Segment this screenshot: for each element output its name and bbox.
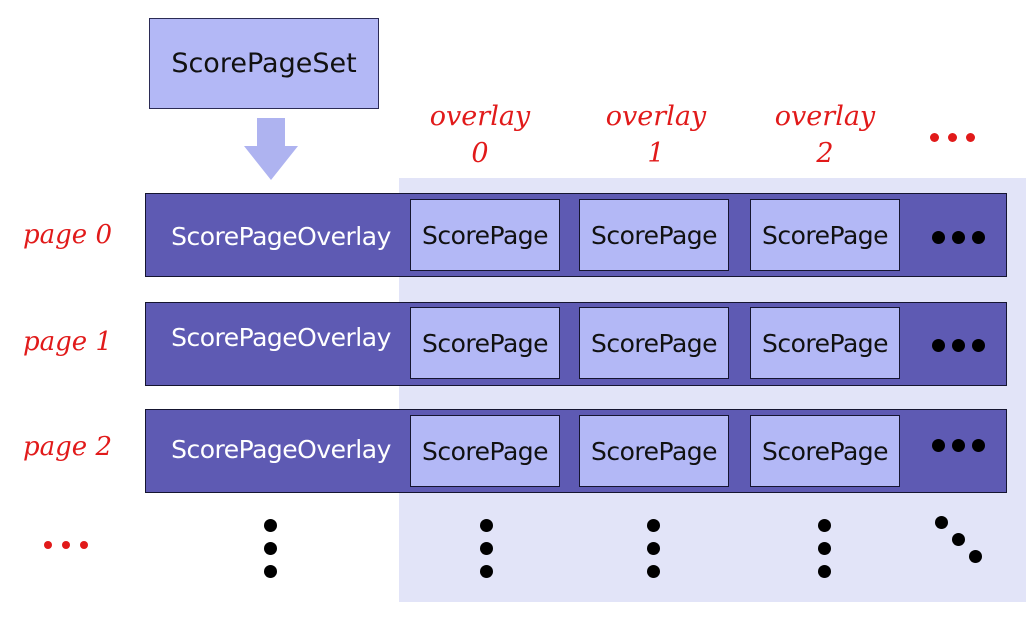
column-word: overlay — [429, 101, 531, 132]
score-page-box: ScorePage — [579, 199, 729, 271]
score-page-box: ScorePage — [750, 415, 900, 487]
score-page-overlay-label: ScorePageOverlay — [171, 323, 391, 352]
row-ellipsis-red-icon — [44, 541, 94, 551]
column-ellipsis-icon — [930, 133, 980, 143]
column-word: overlay — [774, 101, 876, 132]
score-page-box: ScorePage — [750, 199, 900, 271]
score-page-label: ScorePage — [421, 328, 549, 358]
score-page-label: ScorePage — [761, 436, 889, 466]
column-label-overlay-0: overlay 0 — [420, 98, 540, 172]
score-page-box: ScorePage — [579, 307, 729, 379]
row-label-page-1: page 1 — [23, 327, 112, 357]
row-ellipsis-icon — [932, 231, 992, 245]
score-page-box: ScorePage — [750, 307, 900, 379]
column-label-overlay-2: overlay 2 — [765, 98, 885, 172]
column-index: 2 — [816, 138, 834, 169]
score-page-label: ScorePage — [761, 328, 889, 358]
score-page-label: ScorePage — [421, 220, 549, 250]
vertical-ellipsis-icon — [818, 519, 832, 581]
score-page-overlay-label: ScorePageOverlay — [171, 435, 391, 464]
score-page-label: ScorePage — [590, 436, 718, 466]
row-ellipsis-icon — [932, 339, 992, 353]
score-page-set-box: ScorePageSet — [149, 18, 379, 109]
score-page-box: ScorePage — [410, 199, 560, 271]
score-page-box: ScorePage — [410, 307, 560, 379]
score-page-label: ScorePage — [761, 220, 889, 250]
down-arrow-icon — [244, 118, 298, 180]
row-label-page-0: page 0 — [23, 220, 112, 250]
column-label-overlay-1: overlay 1 — [596, 98, 716, 172]
vertical-ellipsis-icon — [264, 519, 278, 581]
column-word: overlay — [605, 101, 707, 132]
score-page-box: ScorePage — [410, 415, 560, 487]
column-index: 1 — [647, 138, 665, 169]
score-page-label: ScorePage — [590, 220, 718, 250]
score-page-box: ScorePage — [579, 415, 729, 487]
vertical-ellipsis-icon — [480, 519, 494, 581]
score-page-label: ScorePage — [421, 436, 549, 466]
row-label-page-2: page 2 — [23, 432, 112, 462]
diagonal-ellipsis-icon — [935, 516, 985, 566]
score-page-label: ScorePage — [590, 328, 718, 358]
vertical-ellipsis-icon — [647, 519, 661, 581]
score-page-overlay-label: ScorePageOverlay — [171, 222, 391, 251]
row-ellipsis-icon — [932, 439, 992, 453]
score-page-set-label: ScorePageSet — [171, 48, 357, 79]
column-index: 0 — [471, 138, 489, 169]
